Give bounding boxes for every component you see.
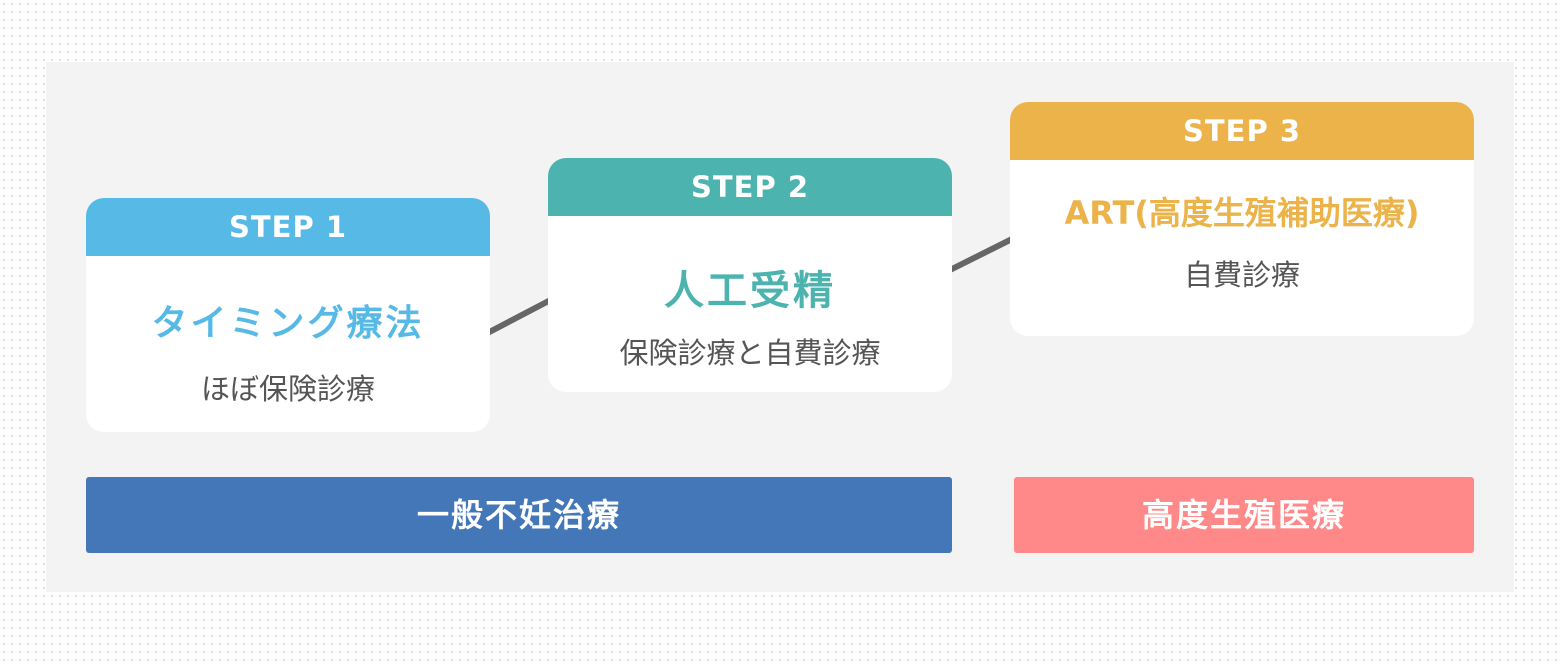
step-2-header: STEP 2 xyxy=(548,158,952,216)
category-advanced-reproductive: 高度生殖医療 xyxy=(1014,477,1474,553)
step-1-title: タイミング療法 xyxy=(151,303,425,344)
step-3-header: STEP 3 xyxy=(1010,102,1474,160)
step-3-card: STEP 3 ART(高度生殖補助医療) 自費診療 xyxy=(1010,102,1474,336)
step-1-header: STEP 1 xyxy=(86,198,490,256)
step-3-title: ART(高度生殖補助医療) xyxy=(1064,194,1420,232)
step-3-subtitle: 自費診療 xyxy=(1183,258,1300,292)
step-1-card: STEP 1 タイミング療法 ほぼ保険診療 xyxy=(86,198,490,432)
step-2-title: 人工受精 xyxy=(664,268,836,314)
step-2-card: STEP 2 人工受精 保険診療と自費診療 xyxy=(548,158,952,392)
step-1-subtitle: ほぼ保険診療 xyxy=(200,372,375,406)
category-general-infertility: 一般不妊治療 xyxy=(86,477,952,553)
step-2-subtitle: 保険診療と自費診療 xyxy=(619,336,881,370)
